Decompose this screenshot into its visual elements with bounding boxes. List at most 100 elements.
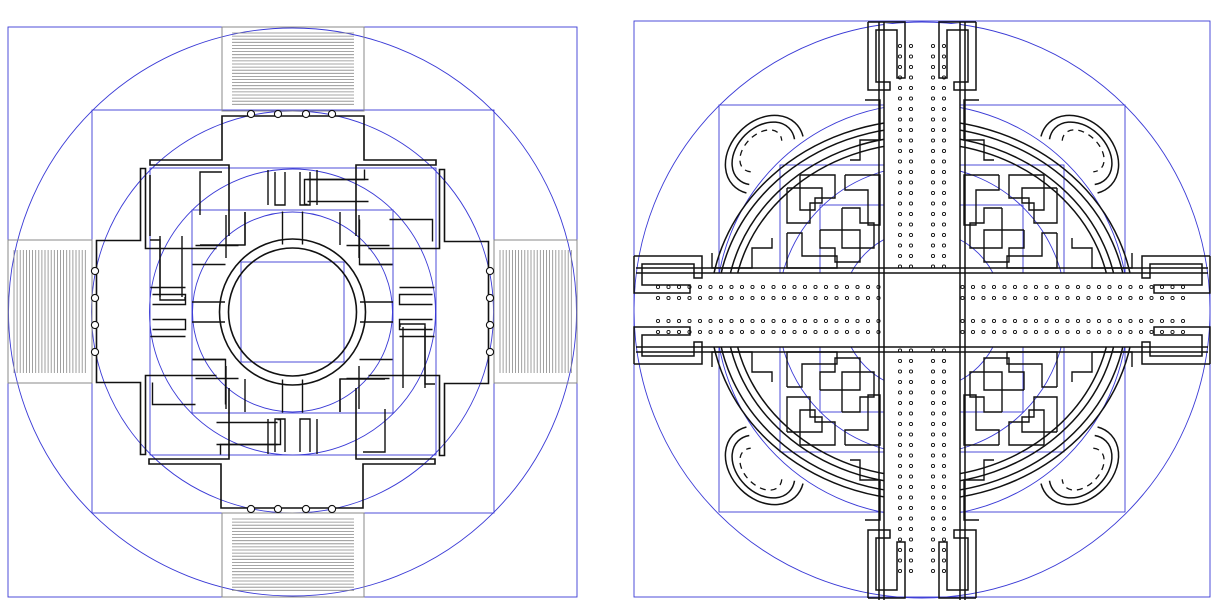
plan-b-room-2-m-2 bbox=[799, 409, 836, 446]
plan-a-room-0-4 bbox=[274, 172, 286, 206]
plan-b-column-83 bbox=[941, 253, 947, 259]
plan-b-column-70 bbox=[930, 222, 936, 227]
plan-b-column-267 bbox=[960, 329, 965, 335]
plan-b-column-174 bbox=[930, 568, 936, 574]
plan-b-column-38 bbox=[930, 138, 936, 143]
plan-b-column-1 bbox=[908, 43, 914, 49]
plan-a-wing-outline-1 bbox=[368, 168, 490, 457]
plan-b-column-182 bbox=[666, 318, 671, 324]
plan-b-outer-circle bbox=[633, 21, 1211, 599]
plan-b-column-155 bbox=[941, 516, 947, 521]
plan-b-column-67 bbox=[941, 211, 947, 217]
plan-b-column-48 bbox=[897, 169, 903, 175]
plan-b-column-3 bbox=[941, 43, 947, 49]
plan-b-column-311 bbox=[1075, 329, 1081, 335]
plan-b-column-328 bbox=[1128, 284, 1133, 290]
plan-a-room-2-4 bbox=[299, 418, 311, 452]
plan-b-column-24 bbox=[897, 106, 903, 112]
plan-b-pavilion-0-b bbox=[938, 21, 977, 91]
plan-b-room-3-n-3 bbox=[711, 351, 773, 382]
plan-b-column-235 bbox=[802, 329, 808, 335]
plan-b-column-261 bbox=[876, 295, 881, 301]
plan-b-column-213 bbox=[750, 295, 755, 301]
plan-b-column-76 bbox=[897, 243, 903, 248]
plan-b-column-249 bbox=[844, 295, 850, 301]
plan-b-column-321 bbox=[1107, 295, 1112, 301]
plan-b-column-82 bbox=[930, 253, 936, 259]
plan-b-column-339 bbox=[1149, 329, 1154, 335]
plan-b-column-29 bbox=[908, 117, 914, 122]
plan-b-column-169 bbox=[908, 558, 914, 563]
plan-b-column-150 bbox=[930, 505, 936, 511]
plan-b-column-121 bbox=[908, 432, 914, 437]
plan-b-column-197 bbox=[708, 295, 713, 301]
plan-b-column-262 bbox=[876, 318, 881, 324]
plan-b-column-66 bbox=[930, 211, 936, 217]
plan-b-column-40 bbox=[897, 148, 903, 154]
plan-a-column-s0 bbox=[246, 504, 256, 514]
plan-b-column-257 bbox=[865, 295, 871, 301]
plan-b-column-18 bbox=[930, 85, 936, 91]
plan-a-wing-outline-2 bbox=[148, 388, 436, 509]
plan-b-column-216 bbox=[760, 284, 766, 290]
plan-a-column-s3 bbox=[327, 504, 337, 514]
plan-b-column-189 bbox=[687, 295, 692, 301]
plan-a-column-s1 bbox=[273, 504, 283, 514]
plan-b-column-164 bbox=[897, 547, 903, 553]
plan-b-column-345 bbox=[1170, 295, 1175, 301]
plan-b-column-71 bbox=[941, 222, 947, 227]
plan-b-column-340 bbox=[1159, 284, 1165, 290]
plan-b-column-88 bbox=[897, 348, 903, 353]
plan-b-column-138 bbox=[930, 474, 936, 479]
plan-b-column-6 bbox=[930, 54, 936, 59]
plan-b-column-20 bbox=[897, 96, 903, 101]
plan-b-column-156 bbox=[897, 526, 903, 532]
plan-b-column-194 bbox=[697, 318, 703, 324]
plan-a-column-n3 bbox=[327, 109, 337, 119]
plan-b-column-61 bbox=[908, 201, 914, 206]
plan-b-column-196 bbox=[708, 284, 713, 290]
plan-b-column-37 bbox=[908, 138, 914, 143]
plan-b-column-324 bbox=[1117, 284, 1123, 290]
plan-b-column-335 bbox=[1138, 329, 1144, 335]
plan-b-column-153 bbox=[908, 516, 914, 521]
plan-b-column-303 bbox=[1054, 329, 1060, 335]
plan-b-column-167 bbox=[941, 547, 947, 553]
plan-b-column-137 bbox=[908, 474, 914, 479]
plan-b-apse-se-outer bbox=[1040, 426, 1120, 506]
plan-b-column-45 bbox=[908, 159, 914, 164]
plan-b-column-154 bbox=[930, 516, 936, 521]
plan-b-column-280 bbox=[1002, 284, 1007, 290]
plan-b-column-143 bbox=[941, 484, 947, 490]
plan-b-column-96 bbox=[897, 369, 903, 374]
plan-a-wing-outline-3 bbox=[95, 167, 217, 456]
plan-b-column-210 bbox=[739, 318, 745, 324]
plan-b-column-230 bbox=[792, 318, 797, 324]
plan-b-column-28 bbox=[897, 117, 903, 122]
plan-b-column-282 bbox=[1002, 318, 1007, 324]
plan-b-room-0-m-2 bbox=[1008, 174, 1045, 211]
plan-b-column-0 bbox=[897, 43, 903, 49]
plan-b-column-149 bbox=[908, 505, 914, 511]
plan-b-room-2-n-2 bbox=[1008, 409, 1045, 446]
plan-b-column-333 bbox=[1138, 295, 1144, 301]
plan-b-column-228 bbox=[792, 284, 797, 290]
plan-b-column-62 bbox=[930, 201, 936, 206]
plan-b-column-332 bbox=[1138, 284, 1144, 290]
plan-b-column-290 bbox=[1023, 318, 1028, 324]
plan-b-column-201 bbox=[718, 295, 724, 301]
plan-b-apse-nw-outer bbox=[724, 114, 804, 194]
plan-a-middle-circle bbox=[91, 110, 494, 514]
plan-b-room-1-n-3 bbox=[1071, 238, 1133, 269]
plan-b-apse-se bbox=[1040, 426, 1120, 506]
plan-b-column-136 bbox=[897, 474, 903, 479]
plan-b-column-188 bbox=[687, 284, 692, 290]
plan-b-column-106 bbox=[930, 390, 936, 395]
plan-b-column-236 bbox=[813, 284, 818, 290]
plan-a-room-1-1 bbox=[358, 219, 393, 266]
plan-b-column-114 bbox=[930, 411, 936, 416]
plan-b-column-336 bbox=[1149, 284, 1154, 290]
plan-b-column-112 bbox=[897, 411, 903, 416]
plan-b-column-342 bbox=[1159, 318, 1165, 324]
